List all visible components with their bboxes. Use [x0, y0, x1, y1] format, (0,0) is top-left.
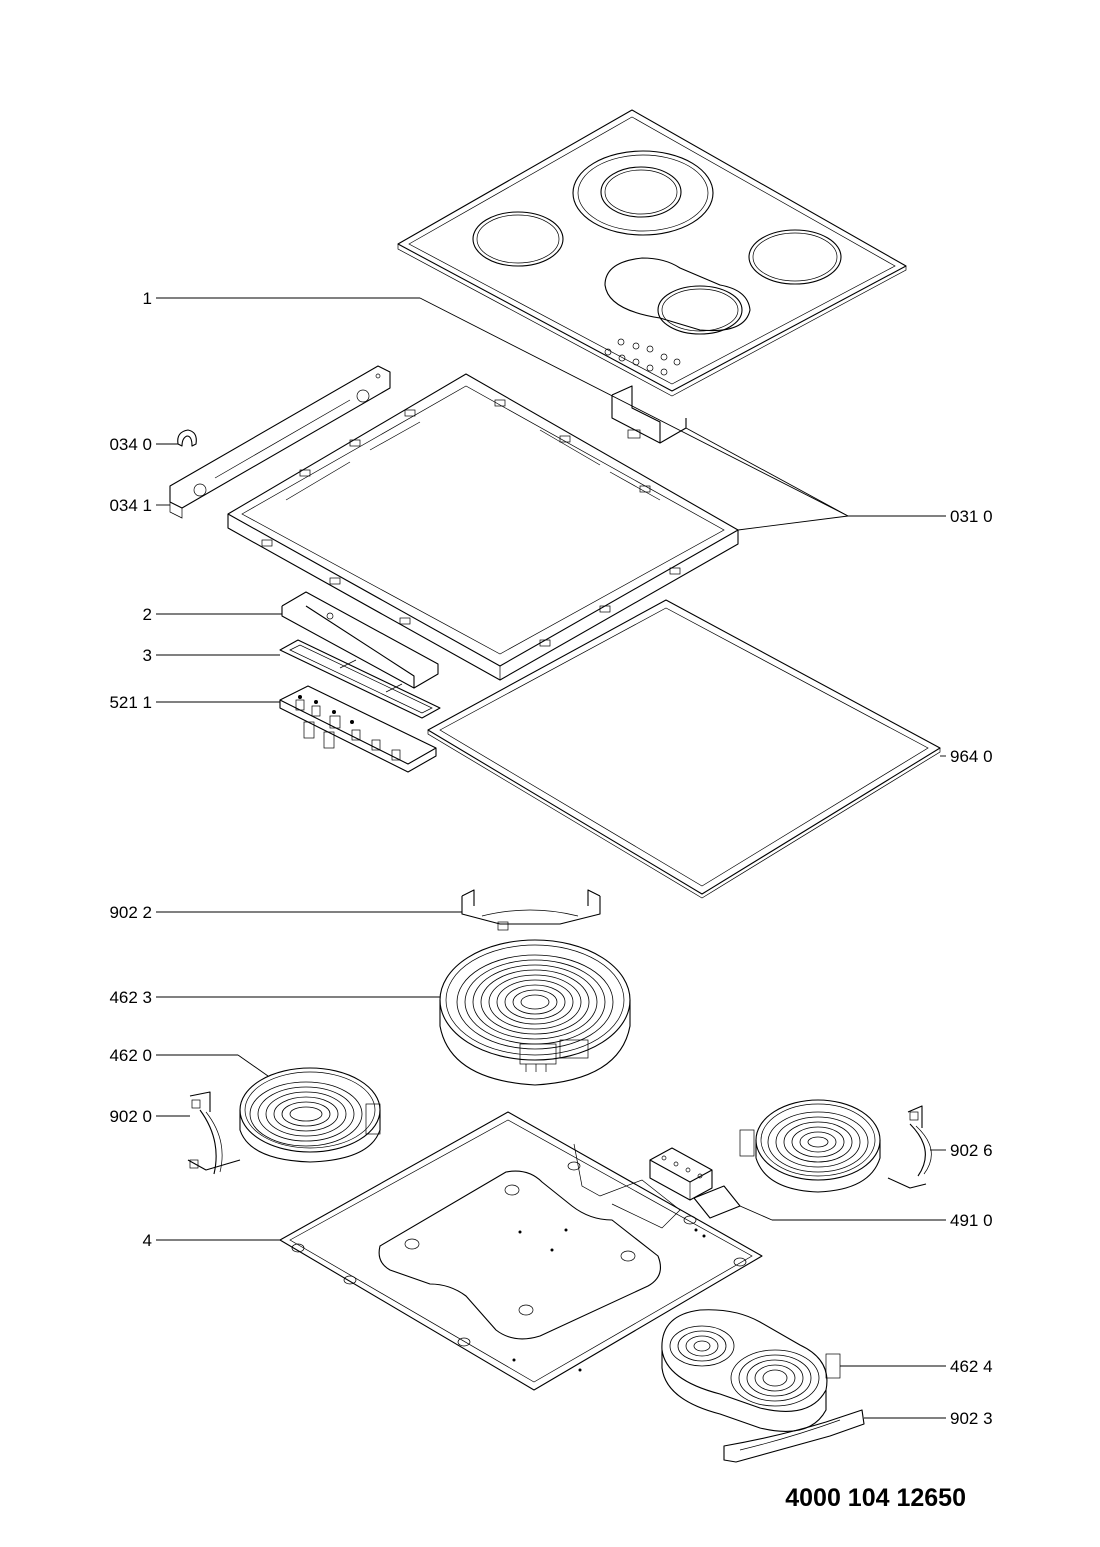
callout-964-0: 964 0	[950, 747, 993, 766]
glass-ceramic-top	[397, 109, 907, 397]
control-bracket	[281, 591, 439, 689]
callout-031-0: 031 0	[950, 507, 993, 526]
callout-034-1: 034 1	[109, 496, 152, 515]
callout-034-0: 034 0	[109, 435, 152, 454]
callout-902-0: 902 0	[109, 1107, 152, 1126]
heater-bracket-right	[887, 1105, 932, 1189]
callout-491-0: 491 0	[950, 1211, 993, 1230]
base-plate	[279, 1111, 763, 1391]
heater-small-round-right	[739, 1099, 881, 1193]
callout-521-1: 521 1	[109, 693, 152, 712]
heater-large-round	[439, 939, 631, 1086]
side-rail	[169, 365, 391, 519]
callout-1: 1	[143, 289, 152, 308]
callout-902-6: 902 6	[950, 1141, 993, 1160]
drawing-part-number: 4000 104 12650	[785, 1484, 966, 1512]
callout-3: 3	[143, 646, 152, 665]
callout-2: 2	[143, 605, 152, 624]
leader-lines	[156, 297, 946, 1419]
heater-dual-oval	[661, 1309, 841, 1432]
control-frame-plate	[279, 639, 441, 719]
heater-small-round-left	[239, 1067, 381, 1163]
rail-clip	[177, 429, 197, 447]
heater-bracket-top	[461, 889, 601, 931]
touch-control-dots	[604, 338, 681, 376]
callout-4: 4	[143, 1231, 152, 1250]
callout-902-3: 902 3	[950, 1409, 993, 1428]
cooktop-frame	[227, 373, 739, 681]
callout-labels: 1 034 0 034 1 031 0 2 3 521 1 964 0 902 …	[109, 289, 992, 1428]
electronic-control-module	[279, 685, 437, 773]
glass-mount-bracket	[611, 385, 687, 444]
heater-bracket-left	[187, 1091, 241, 1175]
callout-462-3: 462 3	[109, 988, 152, 1007]
callout-462-0: 462 0	[109, 1046, 152, 1065]
heater-bracket-oval	[723, 1409, 865, 1463]
terminal-block	[649, 1147, 741, 1219]
callout-462-4: 462 4	[950, 1357, 993, 1376]
frame-seal-gasket	[427, 599, 941, 899]
callout-902-2: 902 2	[109, 903, 152, 922]
